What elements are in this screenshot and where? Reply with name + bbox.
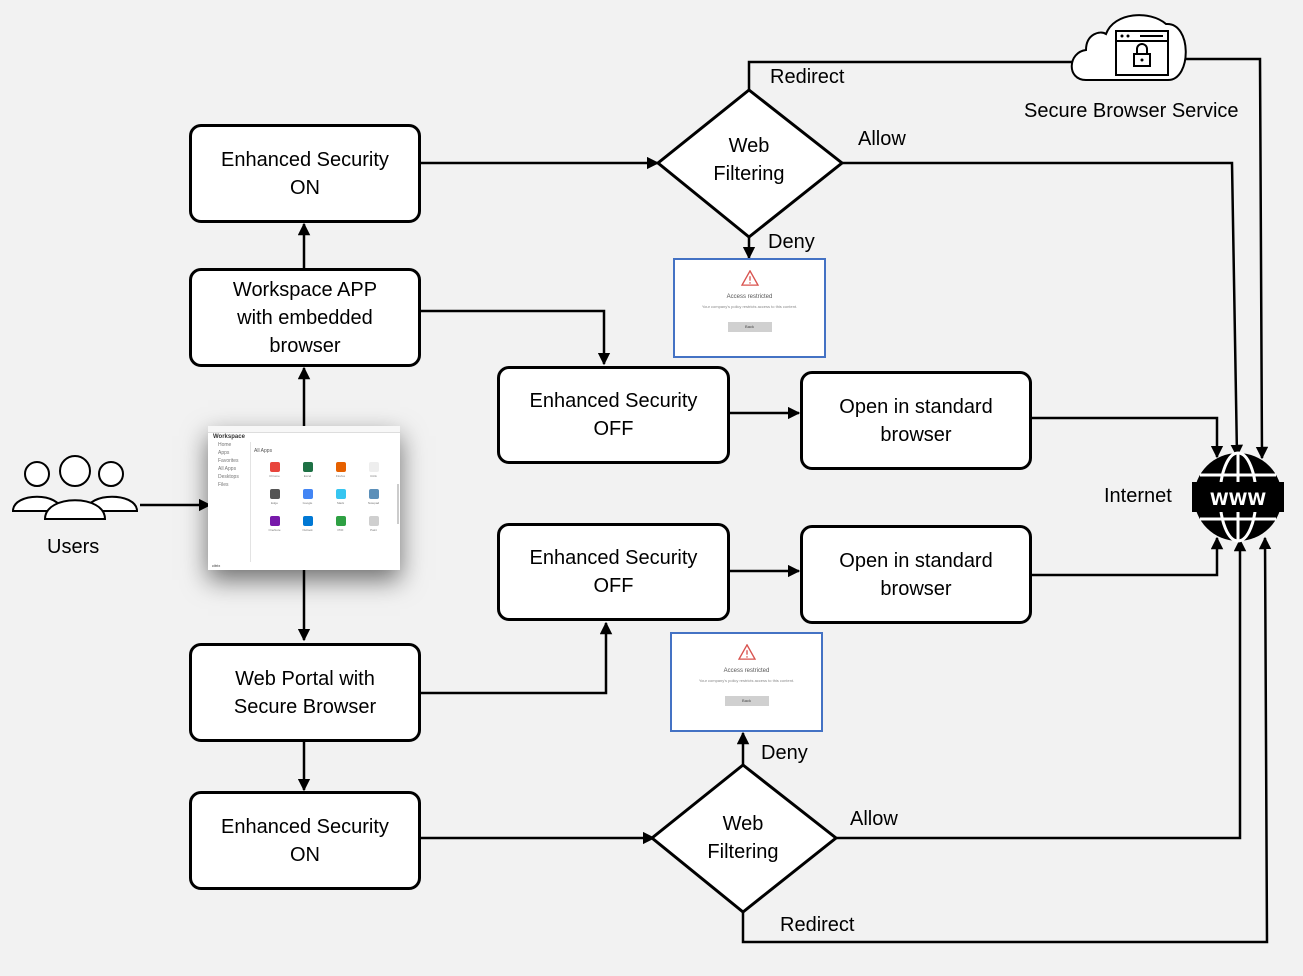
app-tile[interactable]: Paint — [357, 516, 390, 534]
app-tile[interactable]: Firefox — [324, 462, 357, 480]
app-tile[interactable]: Citrix — [357, 462, 390, 480]
node-workspace-app: Workspace APP with embedded browser — [189, 268, 421, 367]
edge-label-redirect-bottom: Redirect — [780, 914, 855, 936]
web-filter-top-shape — [655, 88, 845, 239]
edge-filter-redirect-bottom — [741, 536, 1272, 944]
edge-portal-esoff — [421, 621, 613, 695]
node-enhanced-security-on-top: Enhanced Security ON — [189, 124, 421, 223]
edge-label-deny-top: Deny — [768, 231, 815, 253]
nav-item[interactable]: Files — [218, 482, 229, 488]
app-tile[interactable]: Google — [291, 489, 324, 507]
app-tile[interactable]: OneNote — [258, 516, 291, 534]
edge-filter-allow-top — [842, 161, 1244, 458]
internet-label: Internet — [1104, 485, 1172, 507]
secure-browser-service-label: Secure Browser Service — [1024, 100, 1239, 122]
edge-label-allow-top: Allow — [858, 128, 906, 150]
app-tile[interactable]: Notepad — [357, 489, 390, 507]
access-restricted-message: Your company's policy restricts access t… — [701, 304, 798, 309]
access-restricted-title: Access restricted — [726, 294, 773, 300]
users-group-icon — [11, 455, 139, 520]
nav-item[interactable]: Apps — [218, 450, 230, 456]
web-filtering-top-label: Web Filtering — [713, 135, 785, 185]
node-web-portal: Web Portal with Secure Browser — [189, 643, 421, 742]
app-tile[interactable]: Chrome — [258, 462, 291, 480]
app-tile[interactable]: Edge — [258, 489, 291, 507]
edge-label-redirect-top: Redirect — [770, 66, 845, 88]
access-restricted-title: Access restricted — [723, 668, 770, 674]
workspace-title: Workspace — [213, 434, 245, 440]
back-button[interactable]: Back — [724, 696, 769, 706]
back-button[interactable]: Back — [727, 322, 772, 332]
workspace-app-screenshot: Workspace Home Apps Favorites All Apps D… — [208, 426, 400, 570]
app-tile[interactable]: PDF — [324, 516, 357, 534]
edge-filter-redirect-top — [747, 60, 1075, 90]
window-titlebar — [208, 426, 400, 433]
node-enhanced-security-off-bottom: Enhanced Security OFF — [497, 523, 730, 621]
scrollbar[interactable] — [397, 484, 399, 524]
node-open-standard-browser-top: Open in standard browser — [800, 371, 1032, 470]
nav-item[interactable]: Favorites — [218, 458, 239, 464]
edge-label-deny-bottom: Deny — [761, 742, 808, 764]
edge-cloud-internet — [1182, 57, 1269, 460]
app-tile[interactable]: Outlook — [291, 516, 324, 534]
edge-label-allow-bottom: Allow — [850, 808, 898, 830]
edge-open-internet-top — [1032, 416, 1224, 459]
web-filter-bottom-shape — [649, 763, 839, 914]
access-restricted-panel-bottom: Access restricted Your company's policy … — [670, 632, 823, 732]
nav-item[interactable]: All Apps — [218, 466, 237, 472]
nav-item[interactable]: Desktops — [218, 474, 239, 480]
www-globe-icon: WWW — [1192, 451, 1284, 543]
citrix-logo: citrix — [212, 563, 221, 568]
users-label: Users — [47, 536, 100, 558]
workspace-main: All Apps Chrome Excel Firefox Citrix Edg… — [254, 448, 394, 562]
edge-app-esoff — [421, 309, 611, 366]
app-grid: Chrome Excel Firefox Citrix Edge Google … — [258, 462, 390, 534]
nav-item[interactable]: Home — [218, 442, 232, 448]
app-tile[interactable]: Excel — [291, 462, 324, 480]
edge-open-internet-bottom — [1032, 536, 1224, 577]
warning-triangle-icon — [740, 269, 759, 286]
workspace-sidebar: Home Apps Favorites All Apps Desktops Fi… — [208, 442, 251, 562]
section-title: All Apps — [254, 448, 273, 454]
node-open-standard-browser-bottom: Open in standard browser — [800, 525, 1032, 624]
access-restricted-message: Your company's policy restricts access t… — [698, 678, 795, 683]
svg-text:WWW: WWW — [1210, 490, 1267, 510]
web-filtering-bottom-label: Web Filtering — [707, 813, 779, 863]
app-tile[interactable]: Slack — [324, 489, 357, 507]
cloud-lock-icon — [1070, 14, 1187, 81]
warning-triangle-icon — [737, 643, 756, 660]
edge-filter-allow-bottom — [836, 538, 1247, 840]
node-enhanced-security-off-top: Enhanced Security OFF — [497, 366, 730, 464]
access-restricted-panel-top: Access restricted Your company's policy … — [673, 258, 826, 358]
node-enhanced-security-on-bottom: Enhanced Security ON — [189, 791, 421, 890]
